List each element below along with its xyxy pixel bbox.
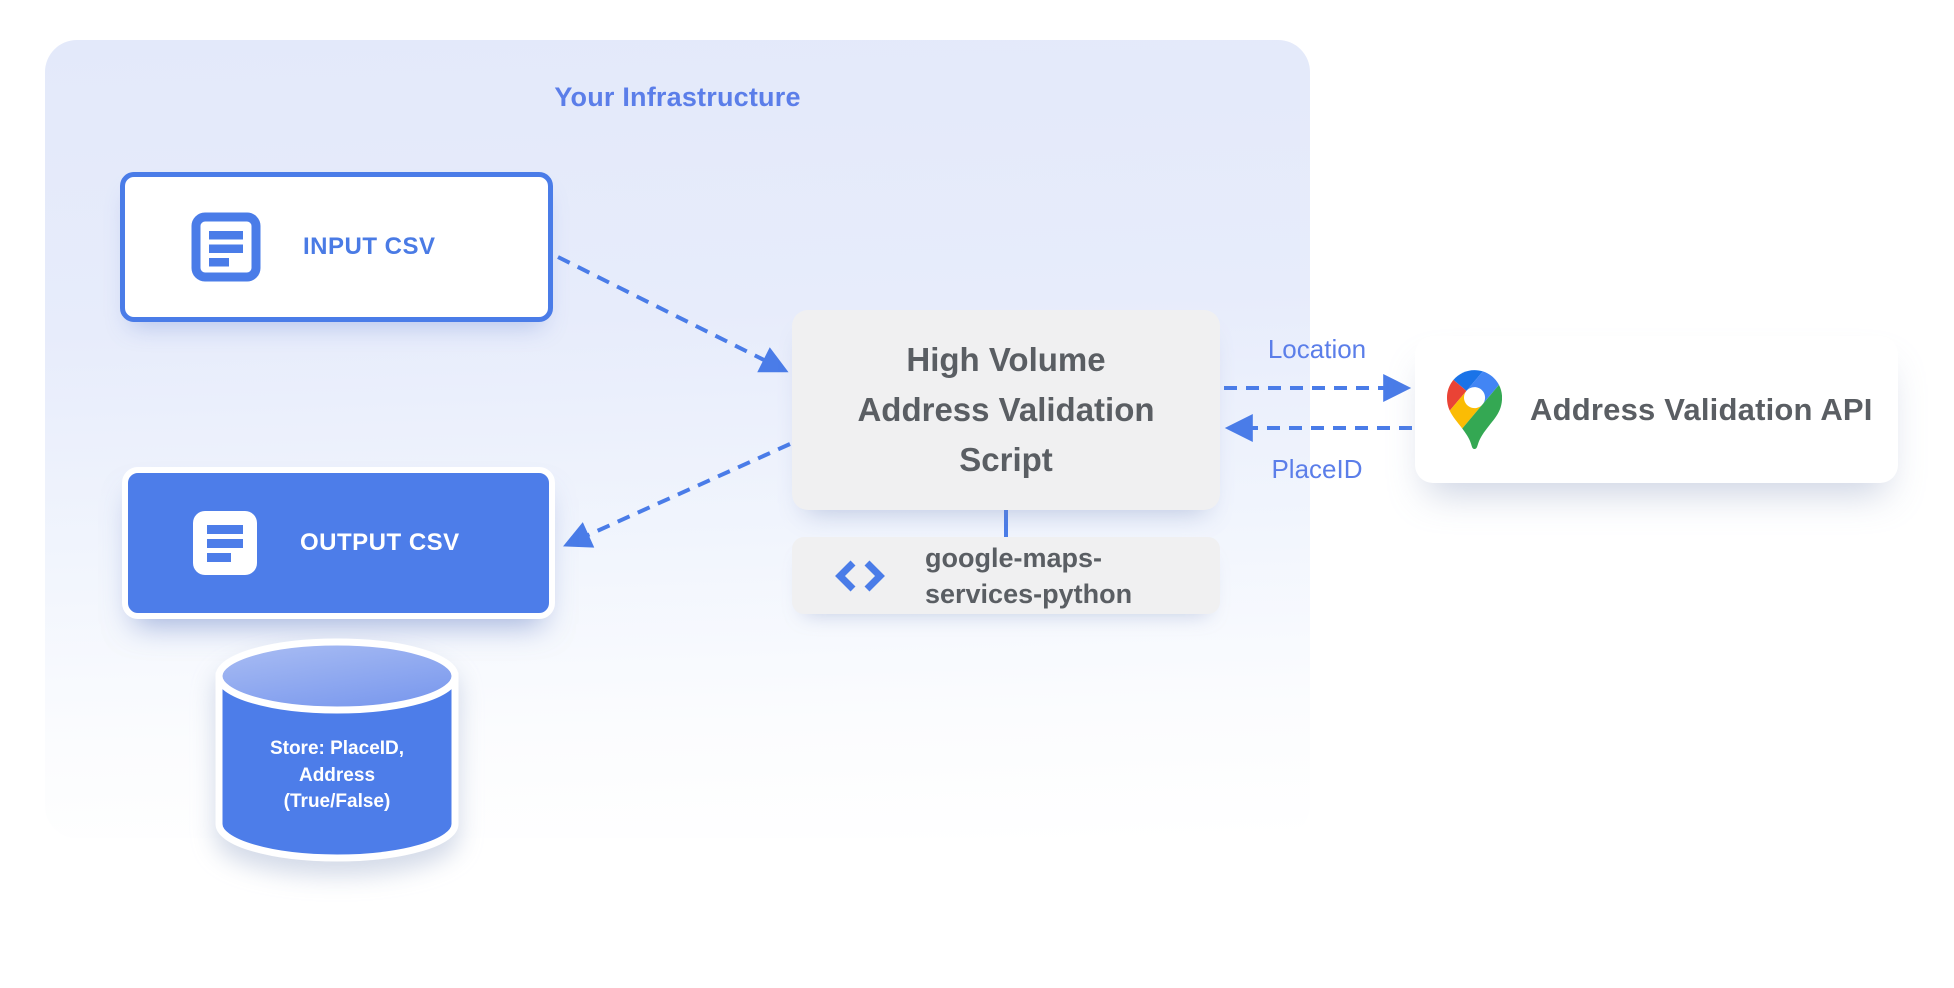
library-label-line: google-maps- [925, 542, 1103, 573]
location-edge-label: Location [1267, 334, 1367, 364]
infrastructure-title: Your Infrastructure [554, 82, 801, 112]
input-csv-label: INPUT CSV [303, 233, 436, 260]
document-icon [191, 212, 261, 282]
library-node: google-maps- services-python [792, 537, 1220, 614]
library-label: google-maps- services-python [925, 540, 1132, 612]
script-label-line: High Volume [906, 341, 1106, 378]
script-label-line: Script [959, 441, 1053, 478]
code-icon [835, 560, 885, 591]
placeid-edge-label: PlaceID [1271, 454, 1363, 484]
database-cylinder-icon [215, 638, 459, 862]
script-label-line: Address Validation [857, 391, 1155, 428]
datastore-label-line: (True/False) [283, 791, 391, 812]
script-node: High Volume Address Validation Script [792, 310, 1220, 510]
library-label-line: services-python [925, 578, 1133, 609]
google-maps-pin-icon [1447, 370, 1502, 449]
api-node: Address Validation API [1415, 336, 1898, 483]
datastore-label-line: Store: PlaceID, [269, 738, 405, 759]
output-csv-node: OUTPUT CSV [122, 467, 555, 619]
script-label: High Volume Address Validation Script [792, 335, 1220, 485]
input-csv-node: INPUT CSV [120, 172, 553, 322]
output-csv-label: OUTPUT CSV [300, 529, 460, 556]
datastore-label: Store: PlaceID, Address (True/False) [212, 736, 462, 816]
datastore-label-line: Address [298, 764, 376, 786]
api-label: Address Validation API [1530, 391, 1873, 427]
document-icon [193, 511, 257, 575]
